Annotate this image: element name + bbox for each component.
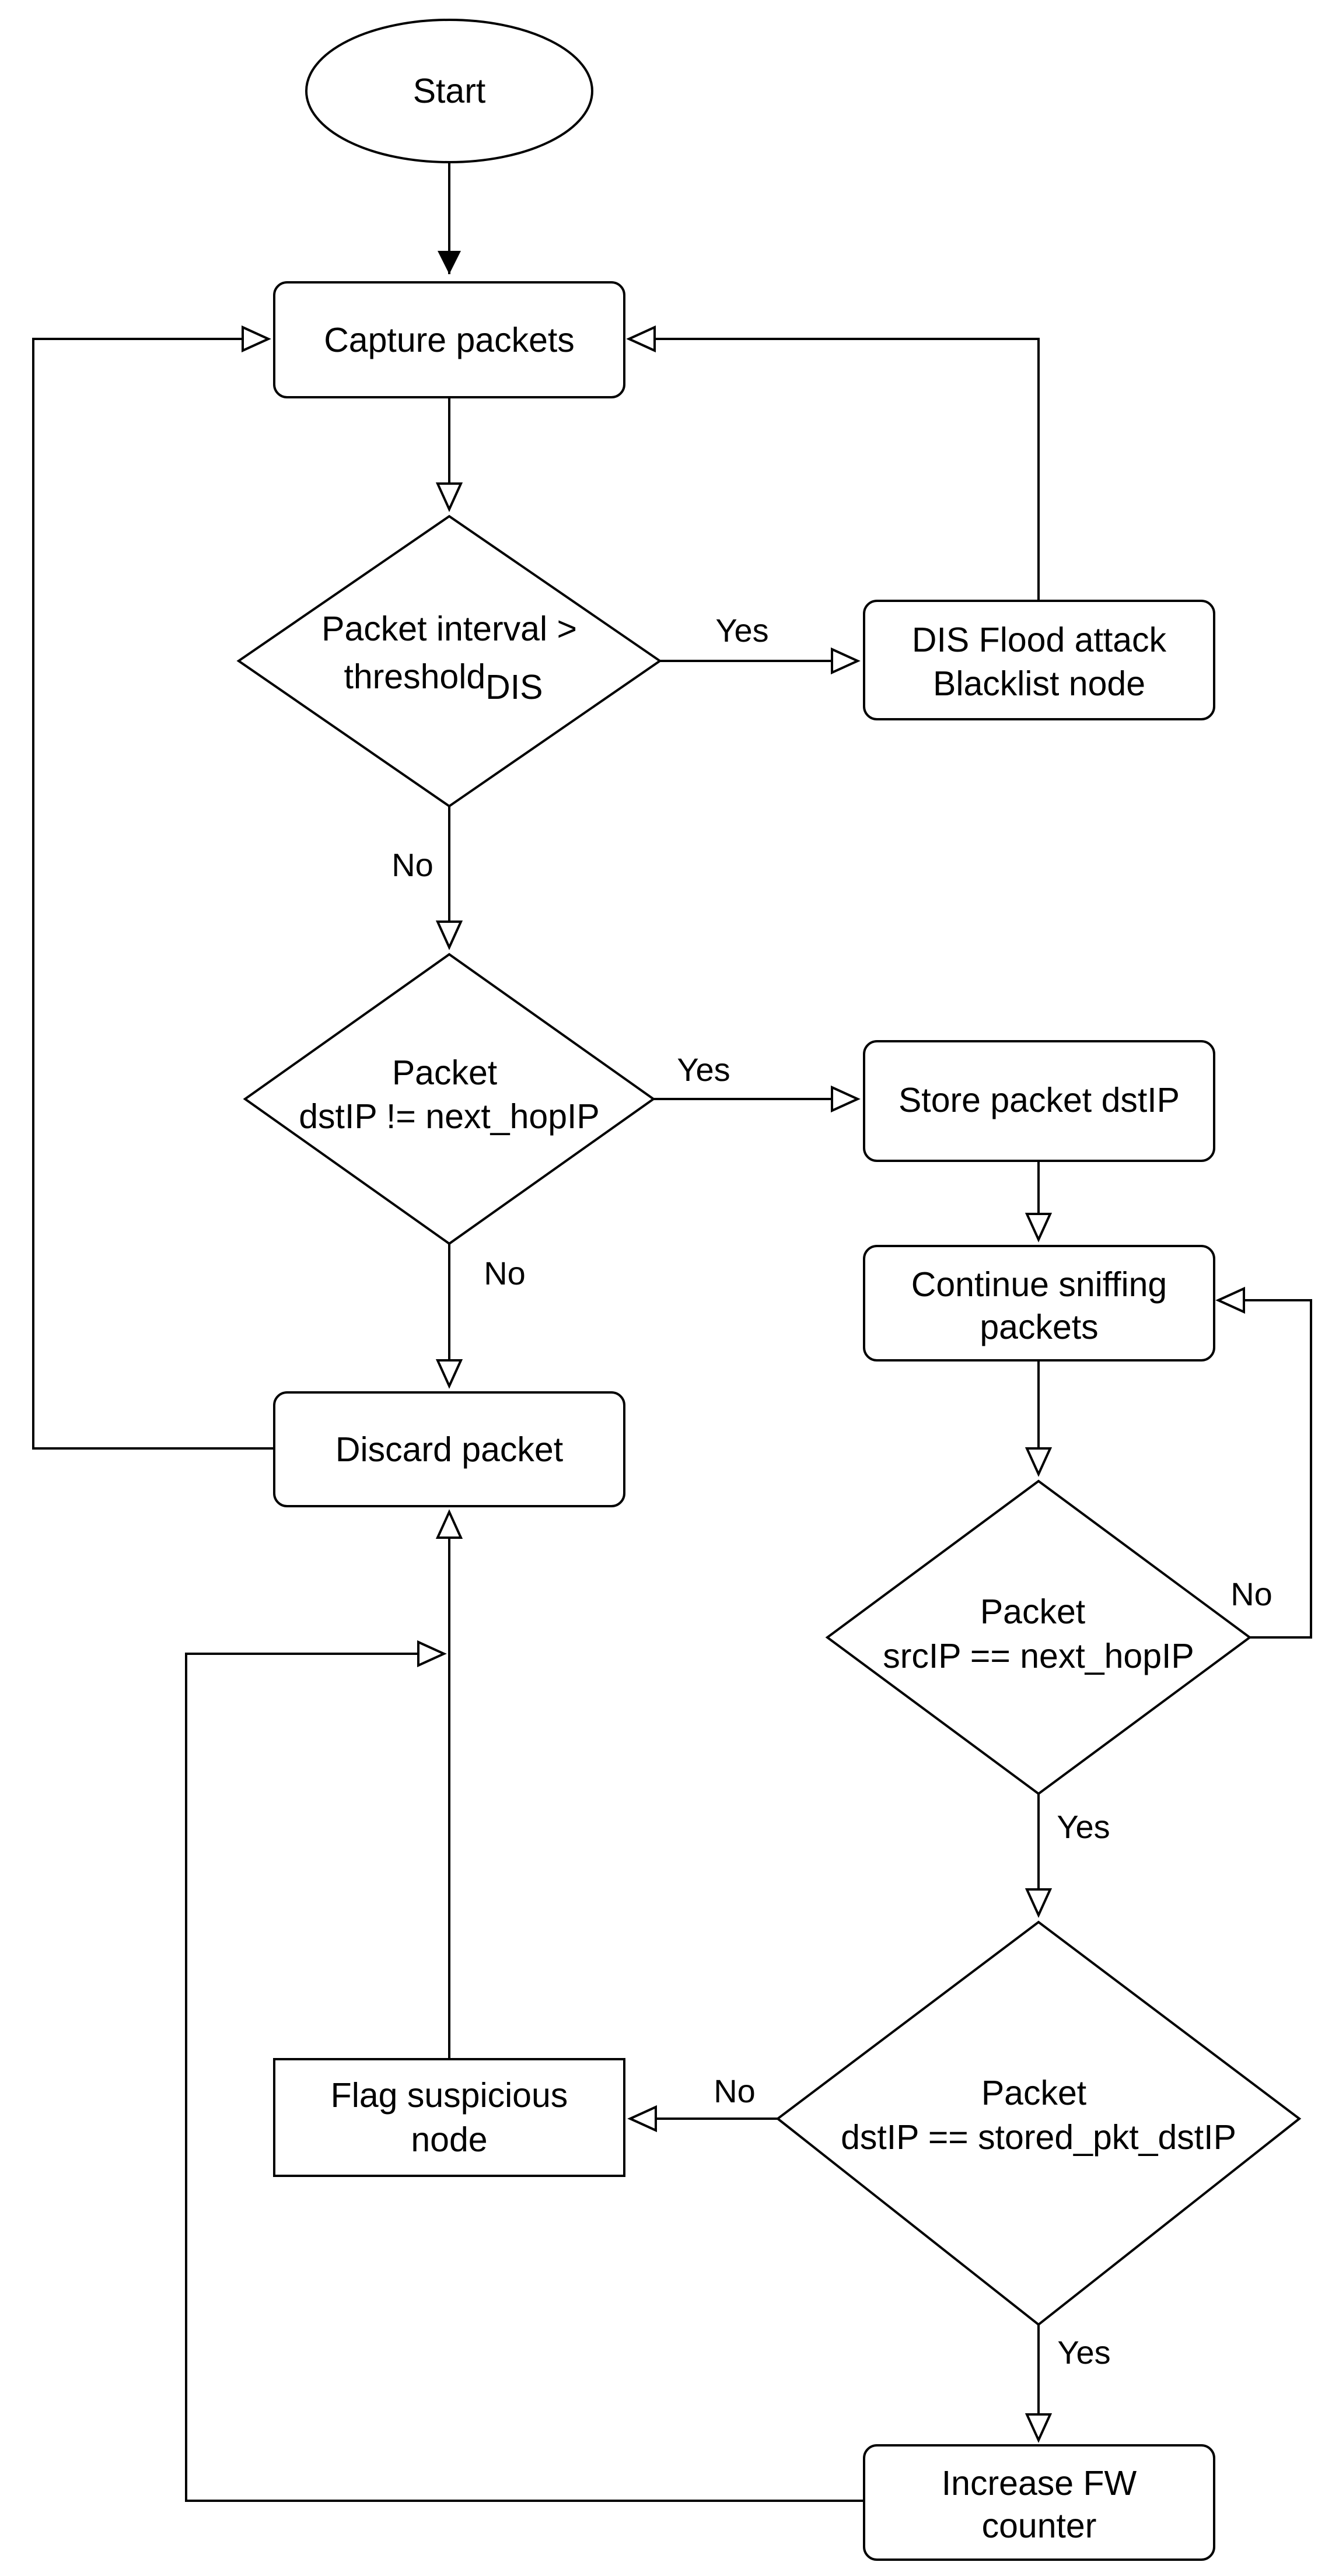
edge-discard-to-capture [32, 325, 274, 1450]
interval-decision: Packet interval > thresholdDIS [236, 514, 662, 808]
label-stored-yes: Yes [1057, 2334, 1110, 2371]
dis-flood-line2: Blacklist node [933, 664, 1145, 703]
interval-threshold-text: threshold [344, 657, 485, 696]
flag-line2: node [411, 2120, 487, 2159]
increase-line2: counter [982, 2507, 1097, 2545]
label-interval-no: No [391, 846, 433, 883]
stored-line2: dstIP == stored_pkt_dstIP [841, 2118, 1236, 2157]
dis-flood-line1: DIS Flood attack [912, 621, 1167, 659]
stored-decision: Packet dstIP == stored_pkt_dstIP [775, 1920, 1302, 2326]
increase-fw-node: Increase FW counter [863, 2444, 1215, 2561]
start-node: Start [305, 19, 593, 163]
label-src-yes: Yes [1057, 1808, 1110, 1845]
dst-line2: dstIP != next_hopIP [299, 1097, 600, 1136]
interval-line1: Packet interval > [321, 610, 577, 648]
label-stored-no: No [714, 2073, 756, 2109]
edge-flood-to-capture [626, 325, 1040, 601]
store-packet-node: Store packet dstIP [863, 1040, 1215, 1162]
interval-subscript: DIS [485, 668, 543, 706]
continue-line1: Continue sniffing [911, 1265, 1167, 1304]
increase-line1: Increase FW [942, 2464, 1137, 2502]
start-label: Start [413, 72, 486, 110]
continue-line2: packets [980, 1308, 1098, 1346]
discard-packet-node: Discard packet [273, 1391, 625, 1507]
flag-line1: Flag suspicious [331, 2076, 568, 2115]
edges [32, 162, 1312, 2502]
discard-packet-label: Discard packet [335, 1430, 563, 1469]
dis-flood-node: DIS Flood attack Blacklist node [863, 600, 1215, 720]
label-dst-yes: Yes [677, 1051, 730, 1088]
dst-decision: Packet dstIP != next_hopIP [243, 953, 656, 1245]
label-dst-no: No [484, 1255, 526, 1292]
label-src-no: No [1230, 1576, 1272, 1612]
store-packet-label: Store packet dstIP [899, 1081, 1180, 1119]
src-decision: Packet srcIP == next_hopIP [825, 1479, 1252, 1796]
capture-packets-label: Capture packets [324, 321, 575, 359]
src-line1: Packet [980, 1592, 1085, 1631]
capture-packets-node: Capture packets [273, 281, 625, 398]
label-interval-yes: Yes [715, 612, 768, 649]
src-line2: srcIP == next_hopIP [883, 1637, 1194, 1675]
dst-line1: Packet [392, 1054, 497, 1092]
stored-line1: Packet [981, 2074, 1086, 2112]
flag-suspicious-node: Flag suspicious node [273, 2058, 625, 2177]
interval-line2: thresholdDIS [344, 657, 543, 706]
edge-labels: Yes No Yes No No Yes No Yes [391, 612, 1272, 2371]
continue-sniffing-node: Continue sniffing packets [863, 1245, 1215, 1362]
edge-src-no [1215, 1286, 1312, 1639]
edge-increase-to-discard [185, 1640, 864, 2502]
